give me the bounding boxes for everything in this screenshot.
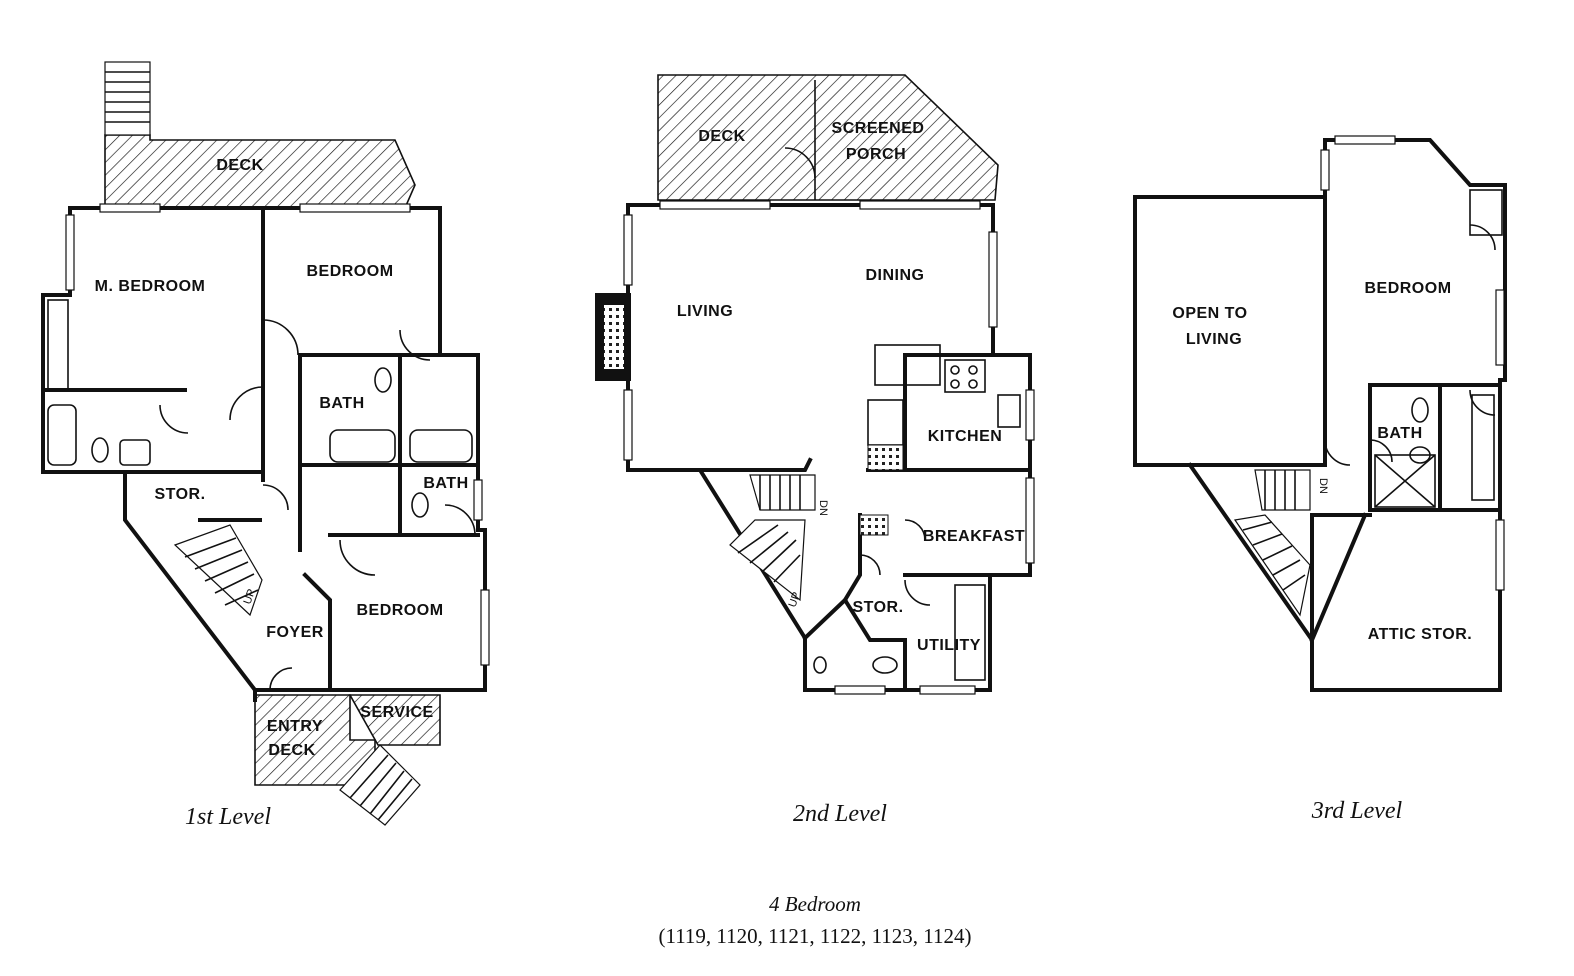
label-open-living: LIVING: [1186, 331, 1242, 348]
label-third-dn: DN: [1317, 478, 1329, 494]
label-first-up: UP: [242, 588, 259, 606]
first-level-plan: DECK M. BEDROOM BEDROOM BATH BATH STOR. …: [41, 61, 490, 830]
label-third-bedroom: BEDROOM: [1364, 280, 1451, 297]
third-outer-wall: [1187, 138, 1507, 692]
label-second-deck: DECK: [698, 128, 745, 145]
label-open-to: OPEN TO: [1172, 305, 1247, 322]
label-utility: UTILITY: [917, 637, 981, 654]
caption-bedroom-count: 4 Bedroom: [769, 892, 861, 916]
label-first-bedroom-top: BEDROOM: [306, 263, 393, 280]
second-level-plan: DECK SCREENED PORCH LIVING DINING KITCHE…: [595, 74, 1035, 827]
label-first-bedroom-bottom: BEDROOM: [356, 602, 443, 619]
label-second-stor: STOR.: [852, 599, 903, 616]
label-first-deck: DECK: [216, 157, 263, 174]
caption-unit-numbers: (1119, 1120, 1121, 1122, 1123, 1124): [658, 924, 971, 948]
first-deck-stair: [104, 61, 151, 136]
label-dining: DINING: [866, 267, 925, 284]
first-service-deck: [348, 694, 441, 746]
label-kitchen: KITCHEN: [928, 428, 1003, 445]
third-open-to-living: [1133, 195, 1327, 467]
label-attic-stor: ATTIC STOR.: [1368, 626, 1472, 643]
label-second-dn: DN: [817, 500, 829, 516]
label-foyer: FOYER: [266, 624, 324, 641]
label-screened-2: PORCH: [846, 146, 906, 163]
label-screened-1: SCREENED: [832, 120, 925, 137]
label-second-up: UP: [787, 591, 804, 609]
label-first-bath-upper: BATH: [319, 395, 364, 412]
title-first-level: 1st Level: [185, 804, 271, 830]
third-level-plan: OPEN TO LIVING BEDROOM BATH ATTIC STOR. …: [1133, 135, 1507, 824]
first-outer-wall: [68, 206, 487, 692]
label-entry-deck-1: ENTRY: [267, 718, 323, 735]
label-breakfast: BREAKFAST: [923, 528, 1025, 545]
label-m-bedroom: M. BEDROOM: [95, 278, 206, 295]
label-service: SERVICE: [360, 704, 433, 721]
label-living: LIVING: [677, 303, 733, 320]
label-first-stor: STOR.: [154, 486, 205, 503]
label-third-bath: BATH: [1377, 425, 1422, 442]
label-entry-deck-2: DECK: [268, 742, 315, 759]
label-first-bath-lower: BATH: [423, 475, 468, 492]
title-second-level: 2nd Level: [793, 801, 887, 827]
second-outer-wall: [626, 203, 1032, 692]
title-third-level: 3rd Level: [1311, 798, 1403, 824]
second-deck-porch: [657, 74, 999, 201]
